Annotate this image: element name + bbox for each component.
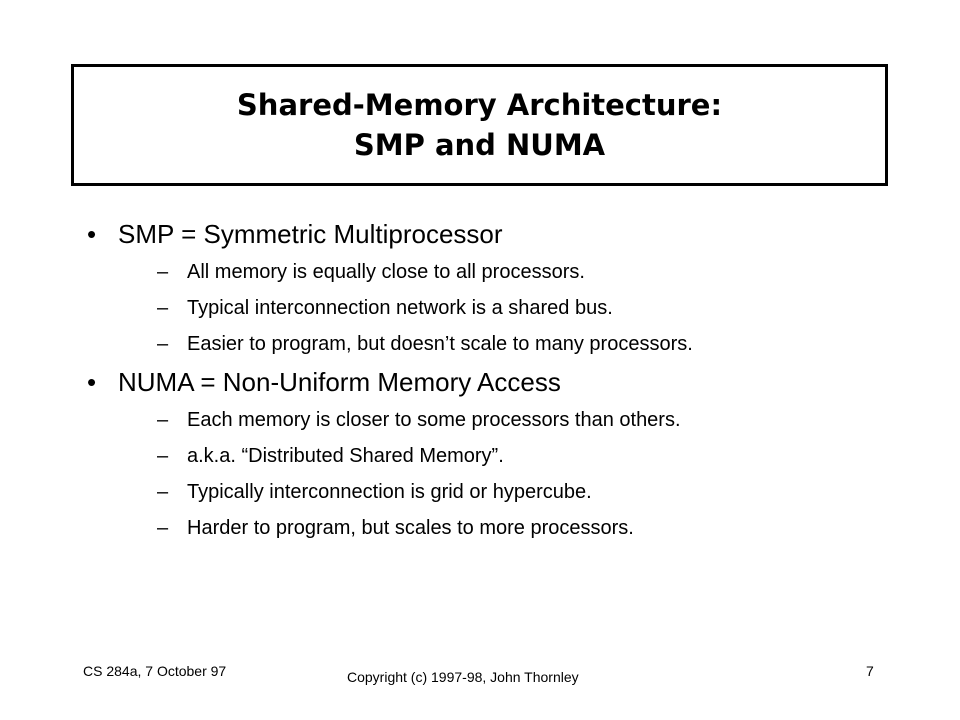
sub-bullet-item: – Typically interconnection is grid or h… <box>157 474 940 510</box>
sub-bullet-text: Harder to program, but scales to more pr… <box>187 517 634 539</box>
bullet-marker: • <box>87 367 97 397</box>
sub-bullet-text: Each memory is closer to some processors… <box>187 409 681 431</box>
sub-bullet-marker: – <box>157 261 169 283</box>
bullet-group-smp: • SMP = Symmetric Multiprocessor – All m… <box>80 214 940 362</box>
sub-bullet-item: – Each memory is closer to some processo… <box>157 402 940 438</box>
slide-title-line-2: SMP and NUMA <box>353 128 606 162</box>
sub-bullet-marker: – <box>157 333 169 355</box>
footer-copyright: Copyright (c) 1997-98, John Thornley <box>347 669 579 685</box>
sub-bullet-item: – Easier to program, but doesn’t scale t… <box>157 326 940 362</box>
sub-bullet-item: – a.k.a. “Distributed Shared Memory”. <box>157 438 940 474</box>
bullet-item: • NUMA = Non-Uniform Memory Access <box>80 362 940 402</box>
bullet-text: NUMA = Non-Uniform Memory Access <box>118 367 561 397</box>
sub-bullet-text: Typical interconnection network is a sha… <box>187 297 613 319</box>
sub-bullet-text: Typically interconnection is grid or hyp… <box>187 481 592 503</box>
slide-content: • SMP = Symmetric Multiprocessor – All m… <box>80 214 940 546</box>
title-box: Shared-Memory Architecture: SMP and NUMA <box>71 64 888 186</box>
bullet-group-numa: • NUMA = Non-Uniform Memory Access – Eac… <box>80 362 940 546</box>
bullet-item: • SMP = Symmetric Multiprocessor <box>80 214 940 254</box>
sub-bullet-marker: – <box>157 517 169 539</box>
slide-title-line-1: Shared-Memory Architecture: <box>236 88 723 122</box>
sub-bullet-text: a.k.a. “Distributed Shared Memory”. <box>187 445 504 467</box>
sub-bullet-marker: – <box>157 409 169 431</box>
footer-course-date: CS 284a, 7 October 97 <box>83 663 227 679</box>
sub-bullet-item: – All memory is equally close to all pro… <box>157 254 940 290</box>
sub-bullet-marker: – <box>157 481 169 503</box>
sub-bullet-text: All memory is equally close to all proce… <box>187 261 585 283</box>
footer-page-number: 7 <box>866 663 874 679</box>
sub-bullet-text: Easier to program, but doesn’t scale to … <box>187 333 693 355</box>
sub-bullet-marker: – <box>157 445 169 467</box>
bullet-marker: • <box>87 219 97 249</box>
sub-bullet-marker: – <box>157 297 169 319</box>
sub-bullet-item: – Typical interconnection network is a s… <box>157 290 940 326</box>
sub-bullet-item: – Harder to program, but scales to more … <box>157 510 940 546</box>
bullet-text: SMP = Symmetric Multiprocessor <box>118 219 503 249</box>
